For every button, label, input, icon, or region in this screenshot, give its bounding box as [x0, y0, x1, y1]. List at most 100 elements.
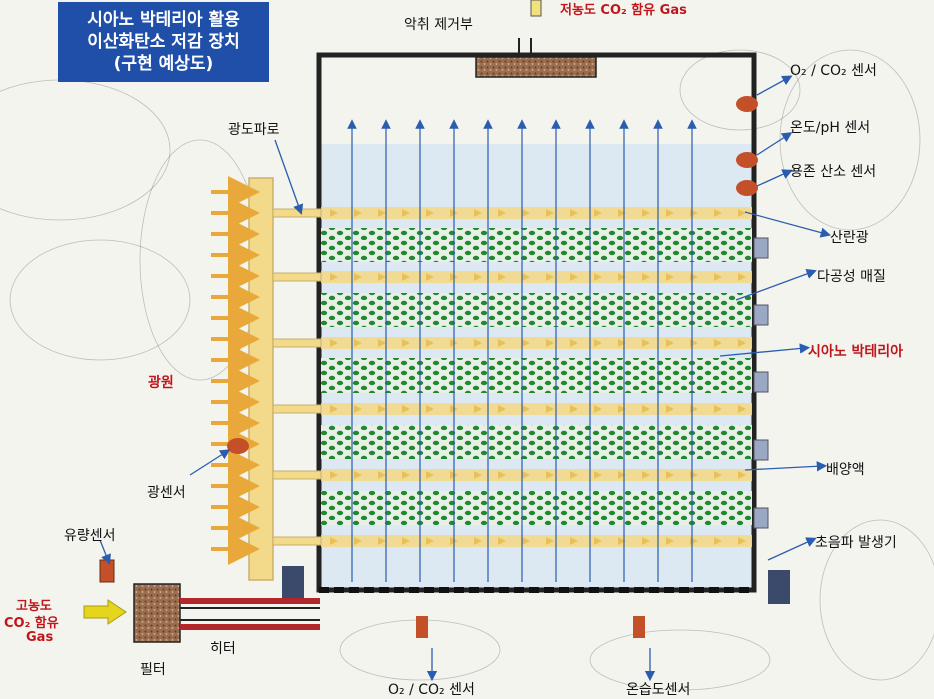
light-scatter-mark	[570, 471, 578, 479]
light-scatter-mark	[594, 471, 602, 479]
title-line-2: 이산화탄소 저감 장치	[87, 32, 240, 52]
odor-remover-label: 악취 제거부	[404, 17, 473, 33]
light-scatter-mark	[546, 537, 554, 545]
scattered-light-label: 산란광	[830, 230, 869, 246]
light-scatter-mark	[546, 405, 554, 413]
light-scatter-mark	[714, 405, 722, 413]
light-scatter-mark	[426, 405, 434, 413]
light-scatter-mark	[402, 273, 410, 281]
light-scatter-mark	[522, 405, 530, 413]
light-scatter-mark	[618, 537, 626, 545]
side-port	[753, 507, 769, 529]
light-scatter-mark	[642, 209, 650, 217]
light-scatter-mark	[330, 405, 338, 413]
scattered-light-layer	[321, 337, 752, 349]
right-side-fittings	[282, 96, 790, 604]
light-scatter-mark	[522, 273, 530, 281]
light-scatter-mark	[378, 273, 386, 281]
cyanobacteria-porous-layer	[321, 425, 752, 459]
light-scatter-mark	[426, 273, 434, 281]
label-leader	[99, 539, 111, 565]
label-leader	[767, 537, 817, 561]
light-scatter-mark	[498, 273, 506, 281]
side-port	[753, 237, 769, 259]
light-scatter-mark	[474, 405, 482, 413]
light-scatter-mark	[330, 537, 338, 545]
high-co2-gas-label-3: Gas	[26, 630, 54, 645]
light-scatter-mark	[330, 339, 338, 347]
label-leader	[274, 139, 304, 215]
light-scatter-mark	[378, 209, 386, 217]
scattered-light-layer	[321, 469, 752, 481]
light-scatter-mark	[738, 339, 746, 347]
light-scatter-mark	[570, 209, 578, 217]
label-leader	[189, 449, 231, 476]
heater-label: 히터	[210, 641, 236, 657]
scribble-loop	[679, 49, 801, 131]
light-guide-branch	[272, 470, 322, 480]
light-scatter-mark	[354, 209, 362, 217]
light-source-label: 광원	[148, 375, 174, 391]
side-port	[753, 371, 769, 393]
scribble-loop	[139, 139, 261, 381]
light-scatter-mark	[738, 471, 746, 479]
light-scatter-mark	[714, 537, 722, 545]
light-scatter-mark	[714, 471, 722, 479]
light-scatter-mark	[618, 209, 626, 217]
light-scatter-mark	[498, 471, 506, 479]
side-sensor	[736, 152, 758, 168]
reactor-layers	[321, 207, 752, 547]
odor-remover-unit	[475, 0, 597, 78]
light-scatter-mark	[498, 339, 506, 347]
light-scatter-mark	[642, 471, 650, 479]
light-scatter-mark	[546, 339, 554, 347]
light-scatter-mark	[402, 339, 410, 347]
low-co2-gas-label: 저농도 CO₂ 함유 Gas	[560, 3, 687, 18]
side-sensor	[736, 180, 758, 196]
light-scatter-mark	[666, 339, 674, 347]
heater-strip-top	[180, 598, 320, 604]
light-scatter-mark	[474, 471, 482, 479]
light-scatter-mark	[402, 405, 410, 413]
scattered-light-layer	[321, 207, 752, 219]
ultrasonic-generator-label: 초음파 발생기	[815, 535, 897, 551]
light-scatter-mark	[354, 471, 362, 479]
light-scatter-mark	[378, 537, 386, 545]
light-scatter-mark	[594, 273, 602, 281]
light-scatter-mark	[642, 405, 650, 413]
gas-flow-arrows	[347, 119, 697, 582]
dissolved-oxygen-sensor-label: 용존 산소 센서	[790, 164, 877, 180]
light-scatter-mark	[354, 405, 362, 413]
label-leader	[756, 75, 793, 96]
light-guide-bar	[248, 177, 274, 581]
light-guide-label: 광도파로	[228, 122, 280, 138]
light-scatter-mark	[474, 339, 482, 347]
cyanobacteria-label: 시아노 박테리아	[808, 344, 904, 360]
light-scatter-mark	[522, 537, 530, 545]
cyanobacteria-porous-layer	[321, 293, 752, 327]
label-leader	[719, 343, 811, 357]
light-scatter-mark	[642, 537, 650, 545]
light-sensor-label: 광센서	[147, 485, 186, 501]
light-scatter-mark	[402, 209, 410, 217]
cyanobacteria-porous-layer	[321, 491, 752, 525]
light-scatter-mark	[618, 339, 626, 347]
light-scatter-mark	[402, 471, 410, 479]
label-leader	[744, 461, 828, 472]
high-co2-gas-label-2: CO₂ 함유	[4, 616, 59, 631]
light-scatter-mark	[738, 537, 746, 545]
light-scatter-mark	[522, 339, 530, 347]
temp-ph-sensor-label: 온도/pH 센서	[790, 120, 871, 136]
inlet-gas-arrow	[83, 599, 127, 625]
o2-co2-sensor-bottom-label: O₂ / CO₂ 센서	[388, 682, 475, 698]
light-scatter-mark	[666, 273, 674, 281]
light-scatter-mark	[378, 471, 386, 479]
light-scatter-mark	[426, 537, 434, 545]
light-scatter-mark	[498, 209, 506, 217]
scribble-loop	[589, 629, 771, 691]
light-scatter-mark	[594, 405, 602, 413]
gas-inlet-unit	[83, 559, 320, 643]
light-scatter-mark	[522, 209, 530, 217]
